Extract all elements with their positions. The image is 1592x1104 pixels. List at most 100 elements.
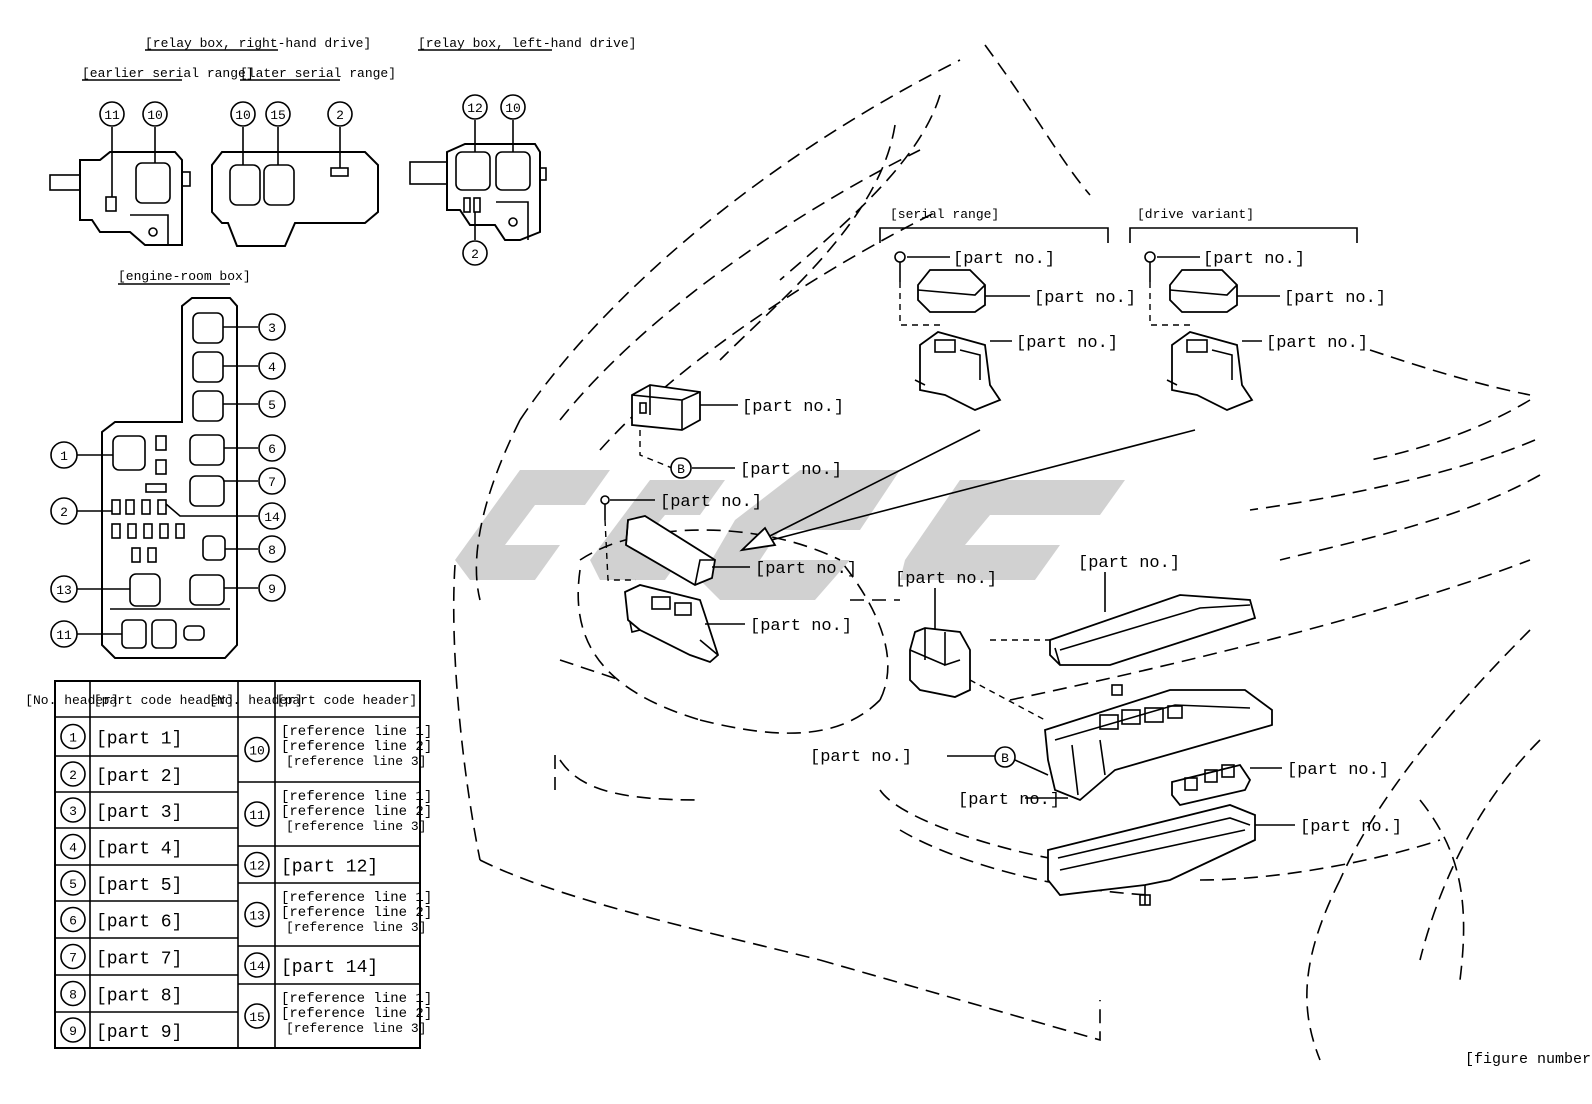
table-row-reference-line: [reference line 2]: [281, 905, 432, 921]
callout-82672a: [part no.]: [1078, 554, 1180, 573]
table-row-number: 11: [249, 808, 265, 823]
table-row-pnc: [part 9]: [96, 1023, 182, 1043]
svg-text:11: 11: [104, 108, 120, 123]
callout-82662a-mid: [part no.]: [1034, 289, 1136, 308]
table-header-no: [No. header]: [25, 693, 119, 708]
callout-circle-3: [258, 313, 286, 341]
svg-text:8: 8: [268, 543, 276, 558]
part-82674-lower: [part no.]: [1047, 804, 1402, 906]
inset-title-eg-room: [engine-room box]: [118, 269, 251, 284]
table-header-pnc: [part code header]: [94, 693, 234, 708]
callout-circle-2c: [50, 497, 78, 525]
table-row-number: 13: [249, 909, 265, 924]
table-row-number: 9: [69, 1024, 77, 1039]
table-row-number-circle: [60, 943, 86, 970]
table-row-number-circle: [60, 870, 86, 896]
table-row-number: 5: [69, 877, 77, 892]
callout-circle-14: [258, 502, 286, 530]
table-row-reference-line: [reference line 1]: [281, 724, 432, 740]
table-row-pnc: [part 3]: [96, 803, 182, 823]
callout-82720: [part no.]: [958, 791, 1060, 810]
table-row-number: 12: [249, 859, 265, 874]
table-row-number-circle: [244, 801, 270, 827]
table-row-number-circle: [60, 906, 86, 933]
svg-text:10: 10: [505, 101, 521, 116]
table-row-number-circle: [60, 761, 86, 787]
inset-subtitle-rhd-late: [later serial range]: [240, 66, 396, 81]
table-row-reference-line: [reference line 2]: [281, 1006, 432, 1022]
callout-circle-4: [258, 352, 286, 380]
callout-circle-1: [50, 441, 78, 469]
table-row-number-circle: [60, 1017, 86, 1043]
callout-82743-mid: [part no.]: [1016, 334, 1118, 353]
inset-title-lhd: [relay box, left-hand drive]: [418, 36, 636, 51]
table-row-reference-line: [reference line 1]: [281, 890, 432, 906]
table-row-pnc: [part 1]: [96, 730, 182, 750]
callout-circle-9: [258, 574, 286, 602]
table-row-number-circle: [244, 952, 270, 978]
table-row-number: 14: [249, 959, 265, 974]
part-82720-box: [part no.] [part no.] B: [810, 684, 1273, 810]
inset-relay-box-rhd: [relay box, right-hand drive] [earlier s…: [49, 36, 396, 247]
callout-circle-6: [258, 434, 286, 462]
table-row-number-circle: [244, 851, 270, 878]
callout-82741: [part no.]: [1287, 761, 1389, 780]
svg-text:10: 10: [235, 108, 251, 123]
callout-82662a-right: [part no.]: [1284, 289, 1386, 308]
table-row-number: 2: [69, 768, 77, 783]
callout-circle-8: [258, 535, 286, 563]
svg-text:B: B: [1001, 751, 1009, 766]
part-relay-85942: [part no.] B [part no.]: [631, 384, 844, 480]
svg-text:5: 5: [268, 398, 276, 413]
callout-circle-2b: [462, 240, 488, 266]
callout-circle-10: [142, 101, 168, 127]
callout-91635-60620: [part no.]: [810, 748, 912, 767]
table-row-pnc: [part 14]: [281, 958, 378, 978]
table-row-number-circle: [244, 901, 270, 928]
callout-circle-11b: [50, 620, 78, 648]
pointer-arrows: [739, 429, 1196, 552]
table-row-number: 10: [249, 744, 265, 759]
table-row-pnc: [part 7]: [96, 950, 182, 970]
callout-90119-06473-a: [part no.]: [660, 493, 762, 512]
callout-circle-5: [258, 390, 286, 418]
svg-text:9: 9: [268, 582, 276, 597]
part-cover-left: [part no.] [part no.] [part no.]: [600, 493, 857, 664]
table-row-reference-line: [reference line 1]: [281, 789, 432, 805]
svg-text:3: 3: [268, 321, 276, 336]
inset-subtitle-rhd-early: [earlier serial range]: [82, 66, 254, 81]
part-82741: [part no.]: [1171, 761, 1389, 807]
part-82672a-cover: [part no.]: [990, 554, 1257, 666]
table-header-pnc-2: [part code header]: [277, 693, 417, 708]
svg-text:6: 6: [268, 442, 276, 457]
callout-circle-12: [462, 94, 488, 120]
inset-title-rhd: [relay box, right-hand drive]: [145, 36, 371, 51]
table-row-reference-line: [reference line 3]: [286, 819, 426, 834]
table-row-reference-line: [reference line 1]: [281, 991, 432, 1007]
callout-circle-10c: [500, 94, 526, 120]
table-row-number-circle: [244, 1003, 270, 1029]
callout-82743-left: [part no.]: [750, 617, 852, 636]
bracket-label-lhd: [drive variant]: [1137, 207, 1254, 222]
callout-91612-60616: [part no.]: [740, 461, 842, 480]
table-row-number: 6: [69, 914, 77, 929]
table-row-number: 7: [69, 951, 77, 966]
callout-82620a: [part no.]: [895, 570, 997, 589]
table-row-pnc: [part 8]: [96, 987, 182, 1007]
table-row-number-circle: [60, 833, 86, 860]
table-row-number-circle: [60, 797, 86, 823]
svg-text:15: 15: [270, 108, 286, 123]
callout-circle-10b: [230, 101, 256, 127]
callout-82674: [part no.]: [1300, 818, 1402, 837]
svg-text:14: 14: [264, 510, 280, 525]
callout-circle-11: [99, 101, 125, 127]
table-row-number: 3: [69, 804, 77, 819]
inset-relay-box-lhd: [relay box, left-hand drive] 12 10 2: [409, 36, 636, 266]
table-row-pnc: [part 5]: [96, 876, 182, 896]
figure-id: [figure number]: [1465, 1051, 1592, 1068]
callout-82743-right: [part no.]: [1266, 334, 1368, 353]
svg-text:2: 2: [60, 505, 68, 520]
callout-circle-2: [327, 101, 353, 127]
